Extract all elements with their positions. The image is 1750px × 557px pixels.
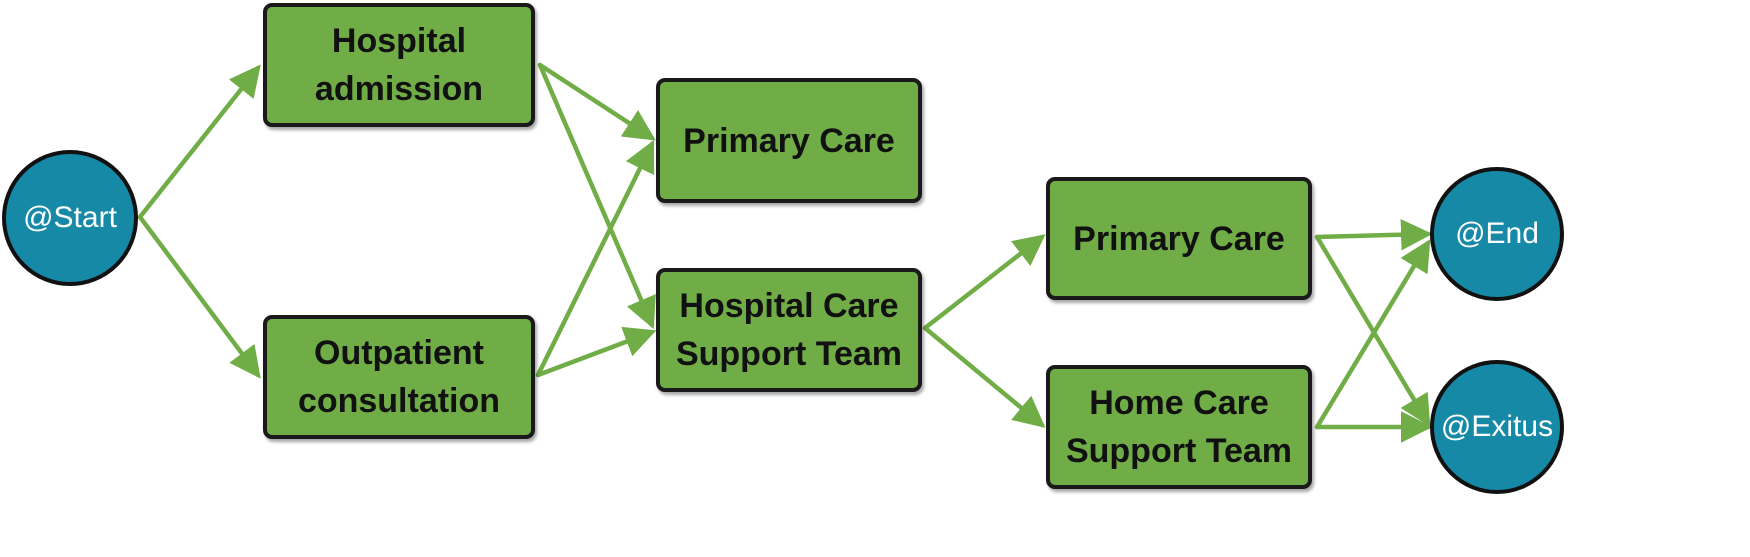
exitus-node: @Exitus [1430,360,1564,494]
primary-care-label-2: Primary Care [1073,219,1285,258]
primary-care-node-2: Primary Care [1046,177,1312,300]
edge-outpatient-consultation-primary-care [535,139,655,378]
outpatient-consultation-node: Outpatient consultation [263,315,535,439]
hospital-care-support-team-node: Hospital Care Support Team [656,268,922,392]
hospital-care-support-team-label: Hospital Care Support Team [675,287,903,373]
edge-hospital-admission-primary-care [537,62,656,141]
exitus-label: @Exitus [1440,410,1554,443]
edge-start-outpatient-consultation [137,214,261,379]
primary-care-node-1: Primary Care [656,78,922,203]
edge-home-care-support-team-end [1314,239,1431,430]
hospital-admission-label: Hospital admission [314,22,484,108]
edge-hospital-care-support-team-primary-care [922,234,1046,331]
start-node: @Start [2,150,138,286]
end-node: @End [1430,167,1564,301]
edge-hospital-care-support-team-home-care-support-team [922,325,1046,428]
edge-primary-care-end [1314,218,1433,251]
home-care-support-team-node: Home Care Support Team [1046,365,1312,489]
edge-hospital-admission-hospital-care-support-team [537,62,656,330]
edge-primary-care-exitus [1314,234,1431,427]
edge-outpatient-consultation-hospital-care-support-team [535,326,657,378]
home-care-support-team-label: Home Care Support Team [1065,384,1293,470]
hospital-admission-node: Hospital admission [263,3,535,127]
start-label: @Start [23,201,117,234]
edge-start-hospital-admission [137,64,261,220]
end-label: @End [1455,217,1539,250]
primary-care-label-1: Primary Care [683,121,895,160]
outpatient-consultation-label: Outpatient consultation [297,334,501,420]
